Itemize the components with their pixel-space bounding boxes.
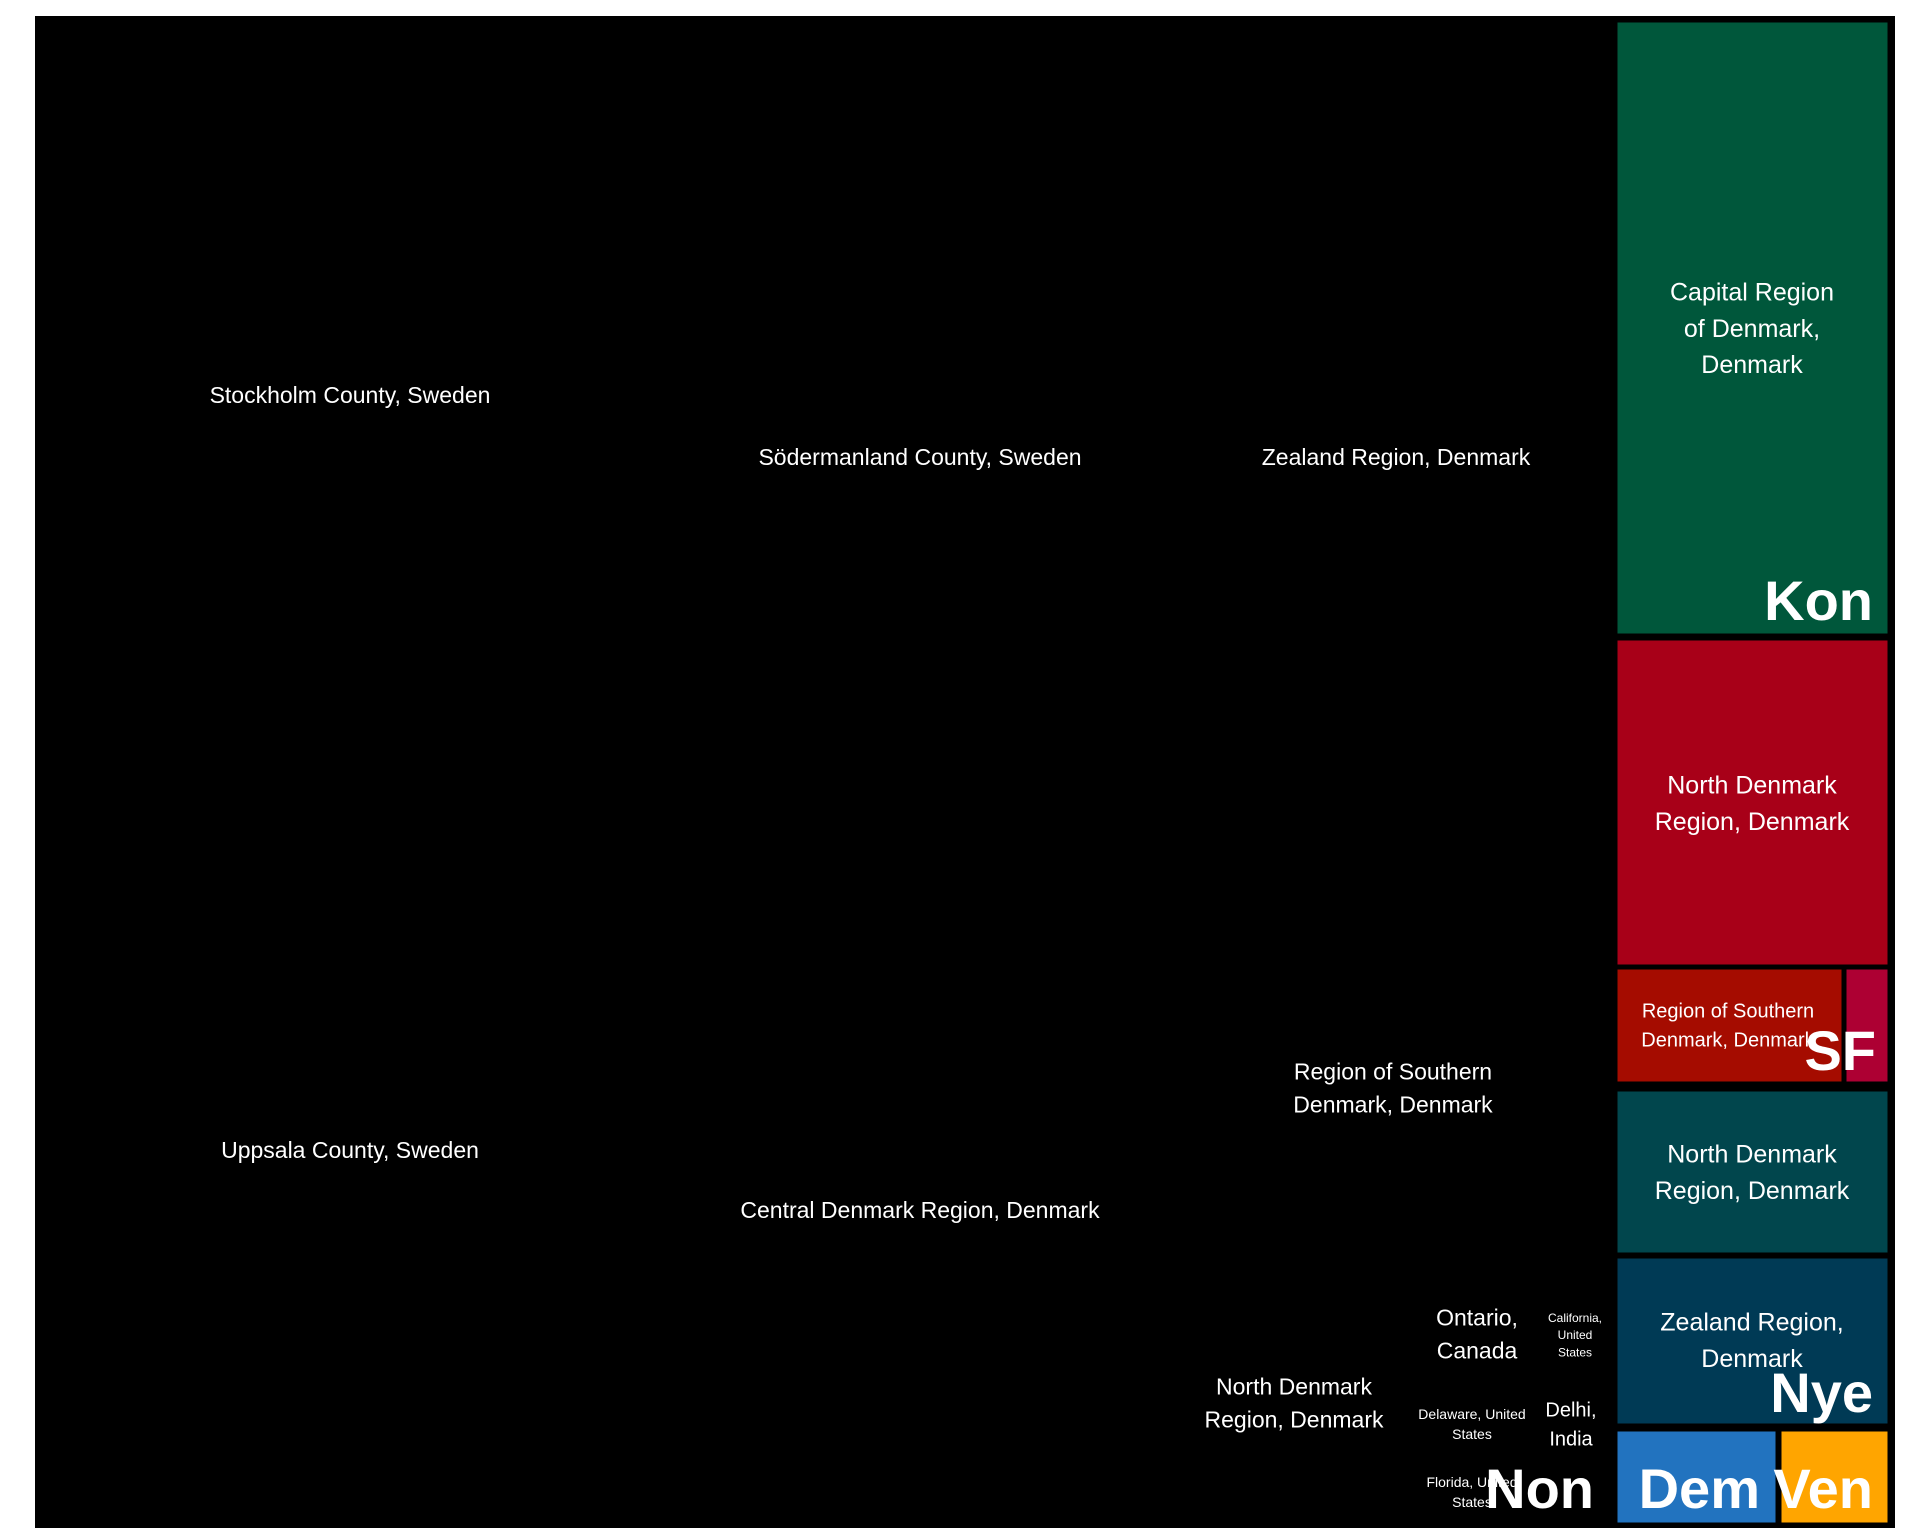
nye-cell-0 xyxy=(1614,1088,1891,1256)
cell-label: Stockholm County, Sweden xyxy=(210,382,491,408)
ven-cell-0 xyxy=(1778,1428,1891,1526)
kon-cell-0 xyxy=(1614,19,1891,637)
cell-label: Ontario,Canada xyxy=(1436,1304,1518,1363)
group-label-non: Non xyxy=(1485,1457,1594,1520)
sf-cell-2 xyxy=(1843,966,1891,1085)
group-label-ven: Ven xyxy=(1773,1457,1873,1520)
cell-label: Uppsala County, Sweden xyxy=(221,1137,479,1163)
group-label-nye: Nye xyxy=(1770,1361,1873,1424)
treemap-frame xyxy=(35,16,1895,1528)
sf-cell-1 xyxy=(1614,966,1845,1085)
group-label-kon: Kon xyxy=(1764,569,1873,632)
cell-label: Zealand Region, Denmark xyxy=(1262,444,1531,470)
cell-label: Zealand Region,Denmark xyxy=(1660,1309,1843,1373)
cell-label: Södermanland County, Sweden xyxy=(758,444,1081,470)
nye-cell-1 xyxy=(1614,1255,1891,1427)
group-label-sf: SF xyxy=(1804,1019,1876,1082)
cell-label: Delhi,India xyxy=(1545,1400,1596,1451)
cell-label: Central Denmark Region, Denmark xyxy=(740,1197,1100,1223)
dem-cell-0 xyxy=(1614,1428,1779,1526)
sf-cell-0 xyxy=(1614,637,1891,968)
group-label-dem: Dem xyxy=(1639,1457,1760,1520)
